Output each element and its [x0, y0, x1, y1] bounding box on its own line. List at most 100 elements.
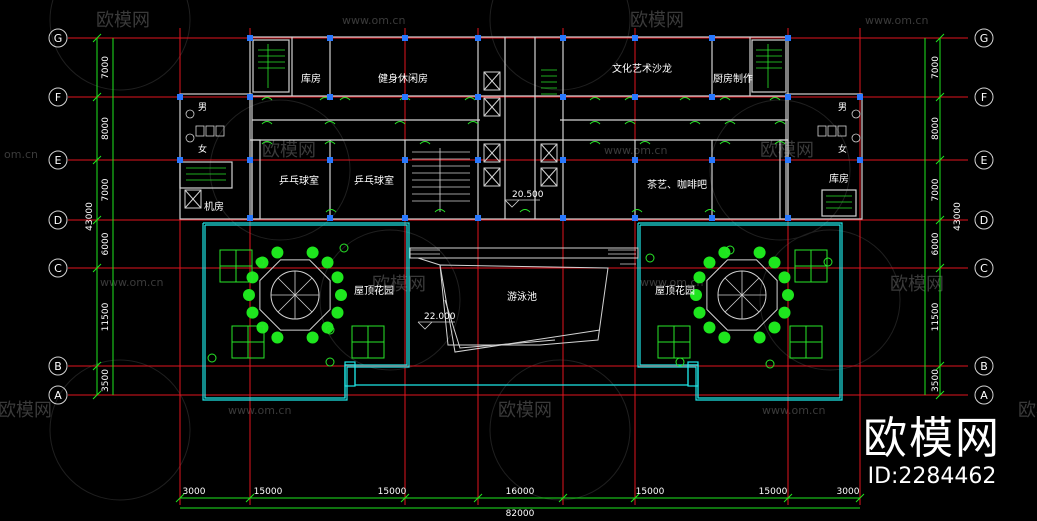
- column-dimension-label: 15000: [254, 487, 283, 497]
- pavilion-left-shrub: [271, 331, 284, 344]
- dimension-tick: [935, 263, 945, 273]
- elevator-shafts: [184, 71, 558, 209]
- door-swing: [724, 121, 736, 125]
- pavilion-left-shrub: [331, 271, 344, 284]
- door-swing: [467, 121, 479, 125]
- row-total-label: 43000: [85, 202, 95, 231]
- dimension-tick: [92, 155, 102, 165]
- door-swing: [589, 121, 601, 125]
- dimension-tick: [245, 493, 255, 503]
- watermark-url: www.om.cn: [100, 276, 163, 289]
- column: [632, 215, 638, 221]
- swimming-pool: [409, 247, 639, 353]
- id-badge: 欧模网 ID:2284462: [863, 415, 1001, 491]
- room-label-toilet-female-left: 女: [198, 143, 207, 155]
- pavilion-right-shrub: [718, 246, 731, 259]
- column: [475, 94, 481, 100]
- row-dimension-label: 3500: [931, 369, 941, 392]
- row-dimension-label: 8000: [931, 117, 941, 140]
- column-dimension-label: 15000: [378, 487, 407, 497]
- pavilion-right-spoke: [724, 277, 743, 296]
- dimension-tick: [92, 33, 102, 43]
- stair-flights: [186, 44, 852, 209]
- door-swing: [261, 97, 273, 101]
- door-swing: [679, 97, 691, 101]
- axis-label: G: [980, 32, 989, 45]
- row-dimension-label: 8000: [101, 117, 111, 140]
- watermark-url: www.om.cn: [228, 404, 291, 417]
- door-swing: [774, 141, 786, 145]
- axis-bubble: [48, 356, 68, 376]
- door-swing: [704, 209, 716, 213]
- column: [402, 35, 408, 41]
- row-dimension-label: 11500: [101, 302, 111, 331]
- row-dimension-label: 7000: [931, 56, 941, 79]
- row-dimension-label: 3500: [101, 369, 111, 392]
- room-label-roof-garden-right: 屋顶花园: [655, 284, 695, 297]
- badge-id: ID:2284462: [867, 464, 997, 489]
- column: [247, 157, 253, 163]
- axis-bubble: [48, 258, 68, 278]
- door-swing: [519, 209, 531, 213]
- row-dimension-label: 7000: [101, 178, 111, 201]
- column: [632, 94, 638, 100]
- door-swing: [774, 121, 786, 125]
- column: [709, 215, 715, 221]
- tree-symbol: [325, 357, 335, 367]
- axis-label: E: [55, 154, 62, 167]
- column: [402, 215, 408, 221]
- dimension-tick: [473, 493, 483, 503]
- dimension-tick: [783, 493, 793, 503]
- room-label-fitness: 健身休闲房: [378, 72, 428, 85]
- column: [247, 94, 253, 100]
- room-label-pool: 游泳池: [507, 290, 537, 303]
- column: [177, 157, 183, 163]
- watermark-url: www.om.cn: [640, 276, 703, 289]
- pavilion-left-shrub: [246, 306, 259, 319]
- pavilion-left-shrub: [321, 256, 334, 269]
- dimension-tick: [558, 493, 568, 503]
- watermark-layer: 欧模网 www.om.cn 欧模网 www.om.cn om.cn 欧模网 ww…: [0, 0, 1037, 501]
- level-markers: [417, 199, 540, 330]
- pavilion-left-octagon: [259, 259, 331, 331]
- tree-symbol: [645, 253, 655, 263]
- dimension-lines: [92, 33, 945, 509]
- tree-symbol: [823, 257, 833, 267]
- door-swing: [261, 121, 273, 125]
- axis-bubble: [974, 210, 994, 230]
- column: [247, 35, 253, 41]
- axis-bubble: [974, 385, 994, 405]
- tree-symbol: [255, 257, 265, 267]
- watermark-url: www.om.cn: [604, 144, 667, 157]
- column-dimension-label: 3000: [183, 487, 206, 497]
- door-swing: [589, 97, 601, 101]
- column: [709, 35, 715, 41]
- axis-bubble: [974, 150, 994, 170]
- roof-garden-planting: [207, 243, 833, 369]
- column: [247, 215, 253, 221]
- room-labels: 库房 健身休闲房 文化艺术沙龙 厨房制作 男 女 男 女 机房 乒乓球室 乒乓球…: [198, 62, 849, 322]
- row-dimension-label: 6000: [931, 232, 941, 255]
- pavilion-left-shrub: [306, 246, 319, 259]
- tree-symbol: [325, 325, 335, 335]
- door-swing: [631, 209, 643, 213]
- column-total-label: 82000: [506, 509, 535, 519]
- column: [475, 35, 481, 41]
- dimension-tick: [935, 390, 945, 400]
- pavilion-right-shrub: [718, 331, 731, 344]
- dimension-tick: [92, 263, 102, 273]
- door-swing: [324, 121, 336, 125]
- door-swing: [261, 141, 273, 145]
- dimension-tick: [92, 390, 102, 400]
- column: [709, 94, 715, 100]
- axis-bubble: [48, 210, 68, 230]
- column-dimension-label: 15000: [636, 487, 665, 497]
- column-dimension-label: 16000: [506, 487, 535, 497]
- pavilion-right-spoke: [724, 294, 743, 313]
- dimension-tick: [175, 493, 185, 503]
- column: [327, 157, 333, 163]
- dimension-tick: [935, 33, 945, 43]
- axis-bubble: [48, 385, 68, 405]
- pool-steps: [410, 249, 636, 265]
- axis-bubble: [48, 150, 68, 170]
